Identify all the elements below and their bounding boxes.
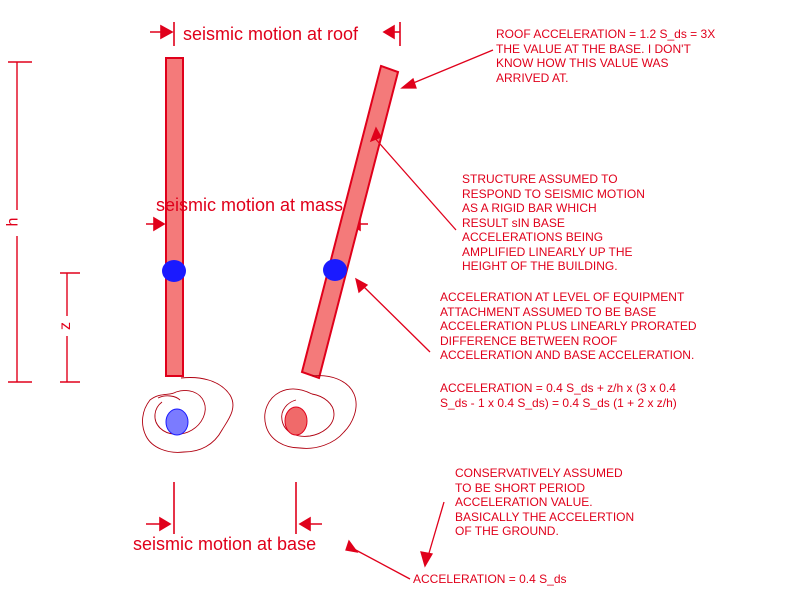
left-base-scribble (142, 377, 234, 453)
roof-acceleration-note: ROOF ACCELERATION = 1.2 S_ds = 3X THE VA… (496, 27, 716, 85)
roof-motion-label: seismic motion at roof (183, 24, 359, 44)
right-base-scribble (264, 375, 357, 449)
h-dimension (8, 61, 32, 383)
z-label: z (57, 322, 74, 330)
acceleration-formula: ACCELERATION = 0.4 S_ds + z/h x (3 x 0.4… (440, 381, 677, 410)
z-dimension (60, 272, 80, 383)
equipment-acceleration-note: ACCELERATION AT LEVEL OF EQUIPMENT ATTAC… (440, 290, 697, 362)
left-mass-dot (162, 260, 186, 282)
right-base-dot (284, 406, 308, 436)
left-structure-bar (165, 57, 184, 377)
base-acceleration-label: ACCELERATION = 0.4 S_ds (413, 572, 567, 586)
base-motion-arrows (146, 482, 322, 534)
rigid-bar-note: STRUCTURE ASSUMED TO RESPOND TO SEISMIC … (462, 172, 645, 273)
leader-lines (345, 49, 494, 580)
base-motion-label: seismic motion at base (133, 534, 317, 554)
left-base-dot (165, 408, 189, 436)
h-label: h (4, 217, 22, 227)
mass-motion-label: seismic motion at mass (156, 195, 344, 215)
roof-motion-arrows (150, 22, 401, 46)
right-mass-dot (323, 259, 347, 281)
right-structure-bar (300, 64, 400, 380)
ground-acceleration-note: CONSERVATIVELY ASSUMED TO BE SHORT PERIO… (455, 466, 635, 538)
